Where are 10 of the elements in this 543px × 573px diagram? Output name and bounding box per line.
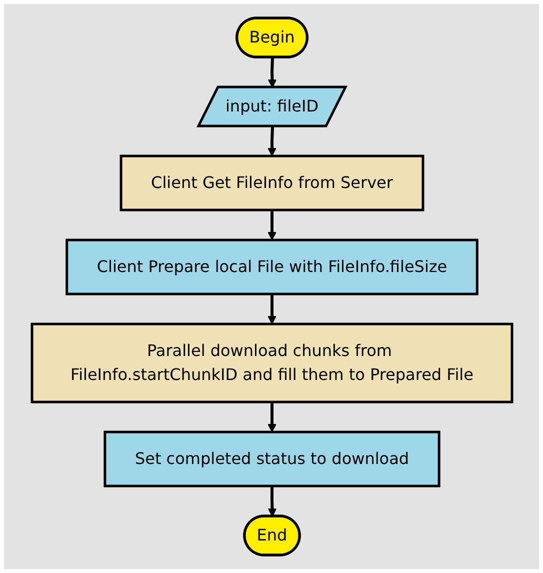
arrow (267, 486, 276, 517)
arrow (267, 294, 276, 324)
node-box: Client Prepare local File with FileInfo.fileSize (65, 238, 478, 296)
arrow (267, 126, 276, 156)
arrow (267, 210, 276, 240)
arrow (267, 402, 276, 432)
node-box: Client Get FileInfo from Server (119, 154, 424, 212)
arrow (267, 57, 276, 88)
node-box: Set completed status to download (103, 430, 440, 488)
node-box: Parallel download chunks from FileInfo.startChunkID and fill them to Prepared File (30, 322, 513, 404)
